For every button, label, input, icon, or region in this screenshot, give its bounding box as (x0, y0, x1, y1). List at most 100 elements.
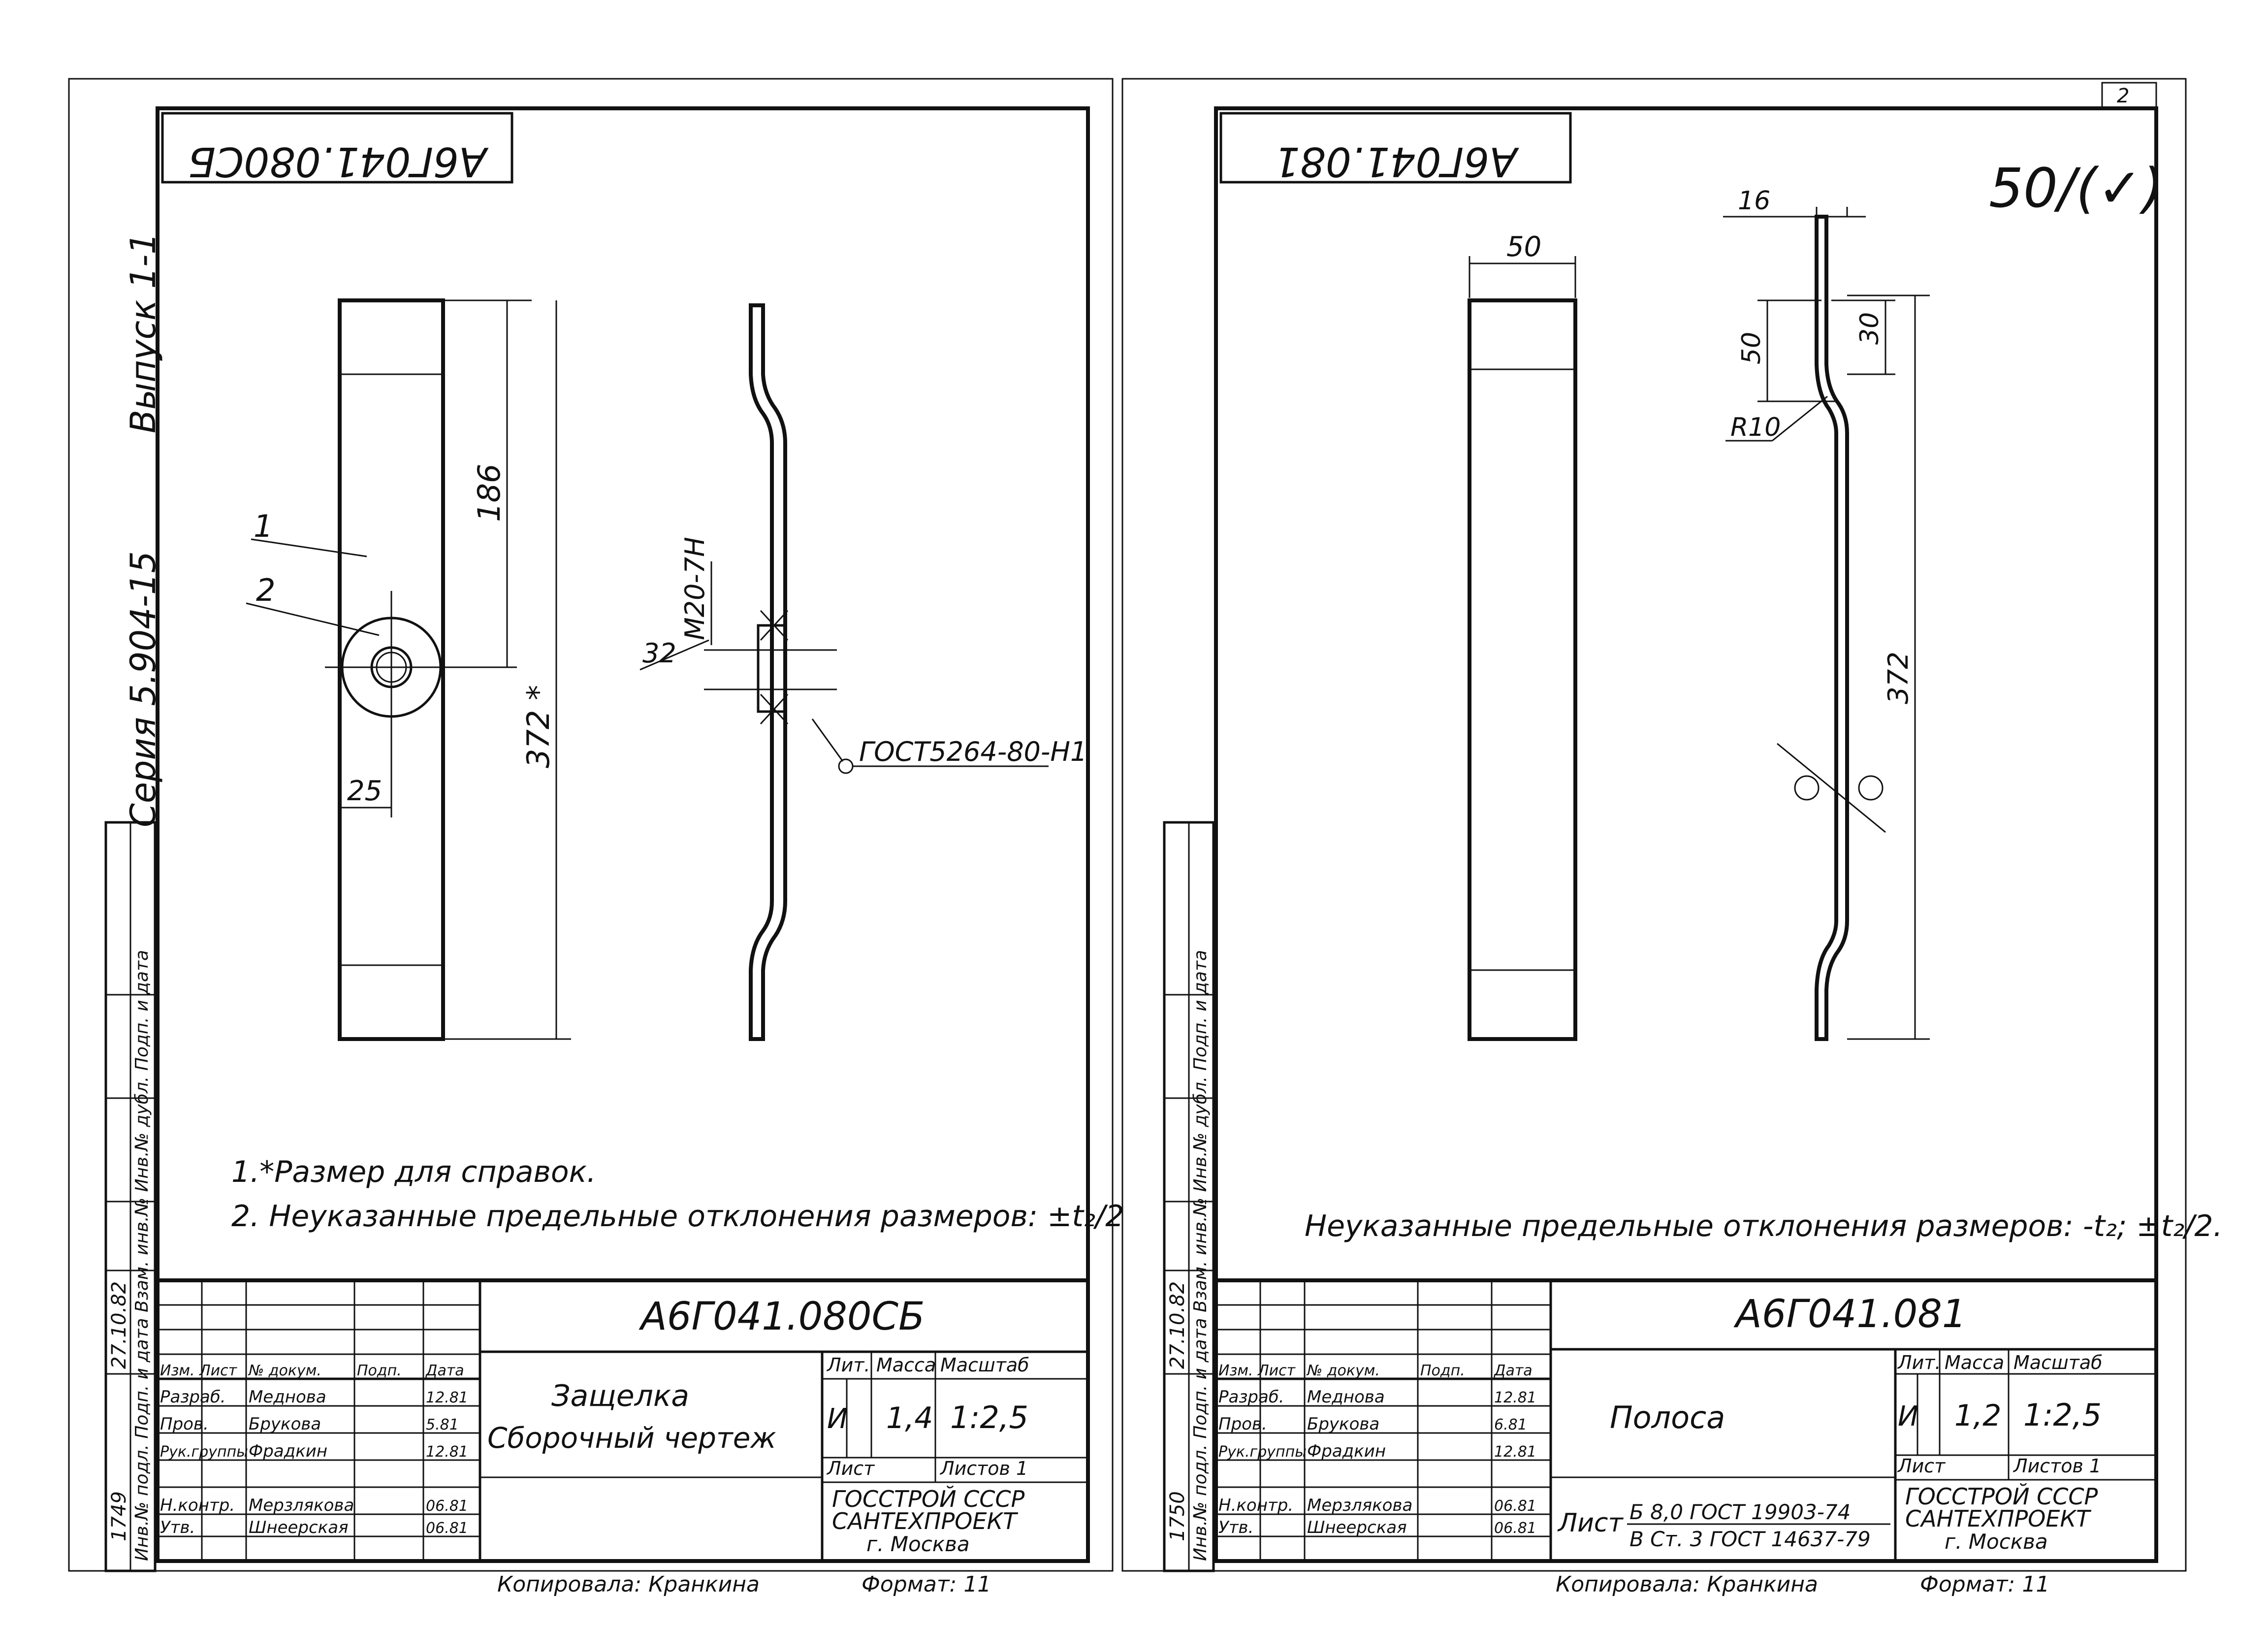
left-tb-code: А6Г041.080СБ (639, 1295, 925, 1339)
left-sidebar-number: 1749 (108, 1491, 130, 1541)
right-row-1-date: 12.81 (1494, 1389, 1536, 1406)
right-note: Неуказанные предельные отклонения размер… (1305, 1209, 2223, 1243)
dim-25-label: 25 (347, 775, 382, 807)
left-tb-mass-value: 1,4 (886, 1401, 933, 1435)
left-sidebar: Инв.№ подл. Подп. и дата Взам. инв.№ Инв… (104, 821, 157, 1572)
weld-label: ГОСТ5264-80-Н1 (859, 736, 1087, 767)
latch-plate-outline (338, 298, 445, 1041)
right-row-5-date: 06.81 (1494, 1498, 1536, 1515)
left-row-6-role: Утв. (160, 1518, 195, 1537)
left-code-box (161, 112, 513, 184)
right-row-3-date: 12.81 (1494, 1443, 1536, 1461)
radius-label: R10 (1730, 413, 1781, 442)
right-tb-lit-header: Лит. (1897, 1352, 1941, 1373)
left-row-6-name: Шнеерская (249, 1518, 349, 1537)
right-title-block: А6Г041.081 Полоса Лит. Масса Масштаб И 1… (1214, 1278, 2158, 1563)
right-sidebar-number: 1750 (1166, 1491, 1189, 1541)
left-tb-lit-header: Лит. (826, 1354, 870, 1376)
left-tb-name-2: Сборочный чертеж (487, 1421, 776, 1455)
right-row-1-role: Разраб. (1218, 1387, 1284, 1407)
left-note-1: 1.*Размер для справок. (231, 1155, 596, 1189)
left-row-0-date: Дата (425, 1362, 464, 1379)
right-footer-copy: Копировала: Кранкина (1556, 1572, 1818, 1597)
left-note-2: 2. Неуказанные предельные отклонения раз… (231, 1199, 1124, 1234)
left-tb-scale-value: 1:2,5 (950, 1400, 1028, 1435)
left-row-3-role: Рук.группы (160, 1443, 248, 1461)
left-tb-scale-header: Масштаб (940, 1354, 1029, 1376)
right-row-5-role: Н.контр. (1218, 1496, 1293, 1515)
right-code-rotated: А6Г041.081 (1274, 138, 1519, 185)
right-row-1-name: Меднова (1307, 1387, 1385, 1407)
left-issue-side: Выпуск 1-1 (123, 232, 163, 433)
right-tb-org-2: САНТЕХПРОЕКТ (1905, 1505, 2092, 1532)
right-row-5-name: Мерзлякова (1307, 1496, 1412, 1515)
left-row-5-role: Н.контр. (160, 1496, 235, 1515)
left-tb-org-3: г. Москва (866, 1532, 970, 1556)
left-tb-mass-header: Масса (876, 1354, 936, 1376)
strip-outline (1468, 298, 1577, 1041)
right-tb-material-prefix: Лист (1557, 1508, 1624, 1538)
dim-16-label: 16 (1738, 186, 1770, 216)
left-series-side: Серия 5.904-15 (123, 551, 163, 827)
left-row-2-date: 5.81 (426, 1416, 459, 1433)
left-tb-name-1: Защелка (551, 1379, 689, 1413)
pos-1-label: 1 (254, 508, 273, 544)
right-tb-lit-value: И (1898, 1400, 1918, 1433)
left-footer-copy: Копировала: Кранкина (497, 1572, 760, 1597)
left-row-0-sign: Подп. (357, 1362, 402, 1379)
left-tb-rows: Изм. Лист № докум. Подп. Дата Разраб. Ме… (160, 1362, 468, 1537)
right-tb-sheet-label: Лист (1897, 1455, 1946, 1477)
right-corner-mark: 2 (2117, 85, 2129, 107)
dim-372-right-label: 372 (1883, 651, 1915, 704)
right-row-6-name: Шнеерская (1307, 1518, 1407, 1537)
left-row-1-role: Разраб. (160, 1387, 226, 1407)
right-footer-format: Формат: 11 (1920, 1572, 2049, 1597)
right-sidebar-signature: 27.10.82 (1166, 1281, 1189, 1369)
right-outer-frame (1121, 78, 2187, 1572)
left-row-5-name: Мерзлякова (249, 1496, 354, 1515)
right-tb-name: Полоса (1610, 1400, 1725, 1435)
left-inner-frame (156, 106, 1090, 1563)
right-row-6-date: 06.81 (1494, 1520, 1536, 1537)
roughness-mark: 50/(✓) (1989, 157, 2164, 220)
left-row-2-name: Брукова (249, 1414, 321, 1434)
latch-section-view: М20-7Н 32 ГОСТ5264-80-Н1 (639, 303, 1087, 1041)
left-row-2-role: Пров. (160, 1414, 209, 1434)
right-tb-org-3: г. Москва (1945, 1530, 2048, 1554)
dim-50-top-label: 50 (1506, 231, 1541, 263)
dim-50-side-label: 50 (1737, 332, 1766, 364)
right-row-0-role: Изм. Лист (1218, 1362, 1296, 1379)
latch-section-outline (749, 303, 787, 1041)
left-tb-org-2: САНТЕХПРОЕКТ (832, 1508, 1019, 1534)
right-sheet: 2 А6Г041.081 50/(✓) 50 16 50 (1121, 78, 2223, 1597)
left-title-block: А6Г041.080СБ Защелка Сборочный чертеж Ли… (156, 1278, 1090, 1563)
dim-32-label: 32 (642, 638, 676, 669)
left-outer-frame (68, 78, 1114, 1572)
latch-plan-view: 186 372 * 25 1 2 (246, 298, 571, 1041)
left-tb-sheet-label: Лист (826, 1458, 875, 1479)
right-sidebar-stamp: Инв.№ подл. Подп. и дата Взам. инв.№ Инв… (1190, 950, 1211, 1561)
dim-186-label: 186 (471, 464, 507, 522)
right-tb-material-top: Б 8,0 ГОСТ 19903-74 (1629, 1500, 1851, 1524)
right-tb-mass-header: Масса (1945, 1352, 2004, 1373)
right-tb-code: А6Г041.081 (1733, 1292, 1967, 1336)
pos-2-label: 2 (256, 572, 275, 608)
right-row-2-name: Брукова (1307, 1414, 1379, 1434)
right-row-6-role: Утв. (1218, 1518, 1253, 1537)
thread-label: М20-7Н (679, 537, 710, 640)
left-tb-sheets-label: Листов 1 (939, 1458, 1028, 1479)
left-sheet: А6Г041.080СБ Серия 5.904-15 Выпуск 1-1 1… (68, 78, 1124, 1597)
right-sidebar: Инв.№ подл. Подп. и дата Взам. инв.№ Инв… (1163, 821, 1215, 1572)
right-code-box (1219, 112, 1572, 184)
right-tb-org-1: ГОССТРОЙ СССР (1905, 1483, 2098, 1510)
left-row-0-name: № докум. (248, 1362, 321, 1379)
right-tb-material-bottom: В Ст. 3 ГОСТ 14637-79 (1629, 1527, 1871, 1551)
strip-side-outline (1815, 215, 1849, 1041)
dim-30-label: 30 (1855, 312, 1885, 345)
left-tb-lit-value: И (827, 1403, 848, 1435)
left-sidebar-signature: 27.10.82 (108, 1281, 130, 1369)
right-tb-mass-value: 1,2 (1954, 1399, 2001, 1433)
left-row-6-date: 06.81 (426, 1520, 468, 1537)
right-tb-scale-header: Масштаб (2013, 1352, 2103, 1373)
left-row-3-date: 12.81 (426, 1443, 468, 1461)
